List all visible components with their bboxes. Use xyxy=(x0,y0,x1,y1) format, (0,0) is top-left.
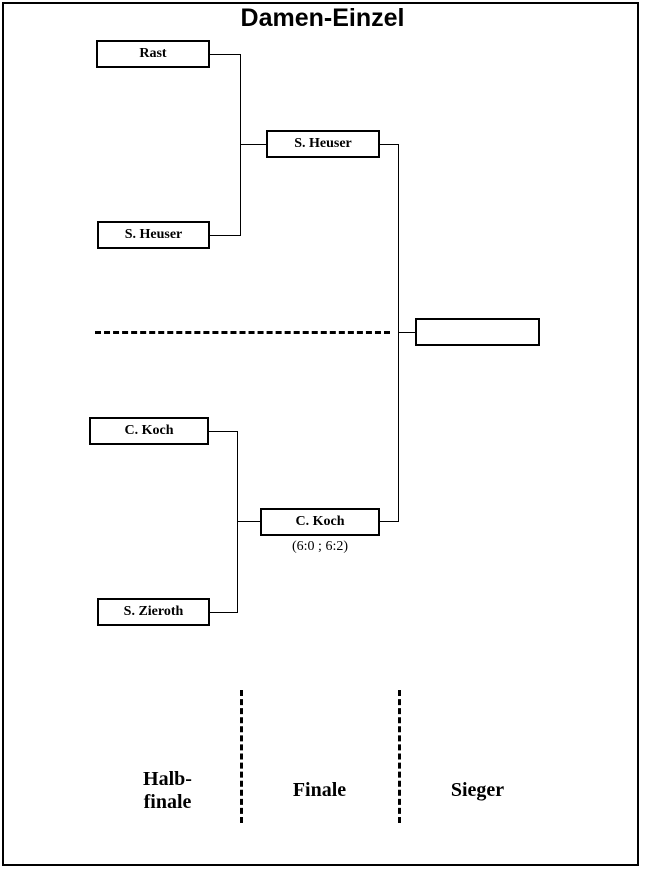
final-score: (6:0 ; 6:2) xyxy=(292,539,348,554)
round-label-semifinal: Halb- finale xyxy=(95,768,240,814)
round-label-semifinal-line2: finale xyxy=(143,791,192,813)
connector-semifinal-1-vertical xyxy=(240,54,241,236)
connector-semifinal-2-top xyxy=(209,431,238,432)
slot-semifinal-2-bottom[interactable]: S. Zieroth xyxy=(97,598,210,626)
connector-semifinal-1-top xyxy=(210,54,240,55)
round-label-winner: Sieger xyxy=(406,779,549,802)
slot-winner[interactable] xyxy=(415,318,540,346)
bracket-half-divider xyxy=(95,331,390,334)
page-title: Damen-Einzel xyxy=(240,4,405,32)
round-label-final-line1: Finale xyxy=(292,779,347,801)
slot-label: S. Zieroth xyxy=(123,604,184,619)
connector-winner-in xyxy=(398,332,415,333)
slot-label: C. Koch xyxy=(295,514,345,529)
round-label-semifinal-line1: Halb- xyxy=(143,768,192,790)
connector-final-top-out xyxy=(380,144,399,145)
connector-semifinal-2-bottom xyxy=(210,612,238,613)
slot-semifinal-1-top[interactable]: Rast xyxy=(96,40,210,68)
round-label-winner-line1: Sieger xyxy=(450,779,505,801)
slot-label: S. Heuser xyxy=(124,227,183,242)
slot-label: S. Heuser xyxy=(294,136,352,151)
legend-divider-2 xyxy=(398,690,401,823)
connector-semifinal-1-out xyxy=(240,144,266,145)
slot-final-top[interactable]: S. Heuser xyxy=(266,130,380,158)
slot-label: Rast xyxy=(139,46,167,61)
slot-label: C. Koch xyxy=(124,423,174,438)
slot-semifinal-1-bottom[interactable]: S. Heuser xyxy=(97,221,210,249)
connector-final-vertical xyxy=(398,144,399,522)
connector-semifinal-2-vertical xyxy=(237,431,238,613)
legend-divider-1 xyxy=(240,690,243,823)
connector-semifinal-1-bottom xyxy=(210,235,240,236)
round-label-final: Finale xyxy=(248,779,391,802)
connector-semifinal-2-out xyxy=(237,521,260,522)
slot-semifinal-2-top[interactable]: C. Koch xyxy=(89,417,209,445)
connector-final-bottom-out xyxy=(380,521,399,522)
slot-final-bottom[interactable]: C. Koch xyxy=(260,508,380,536)
